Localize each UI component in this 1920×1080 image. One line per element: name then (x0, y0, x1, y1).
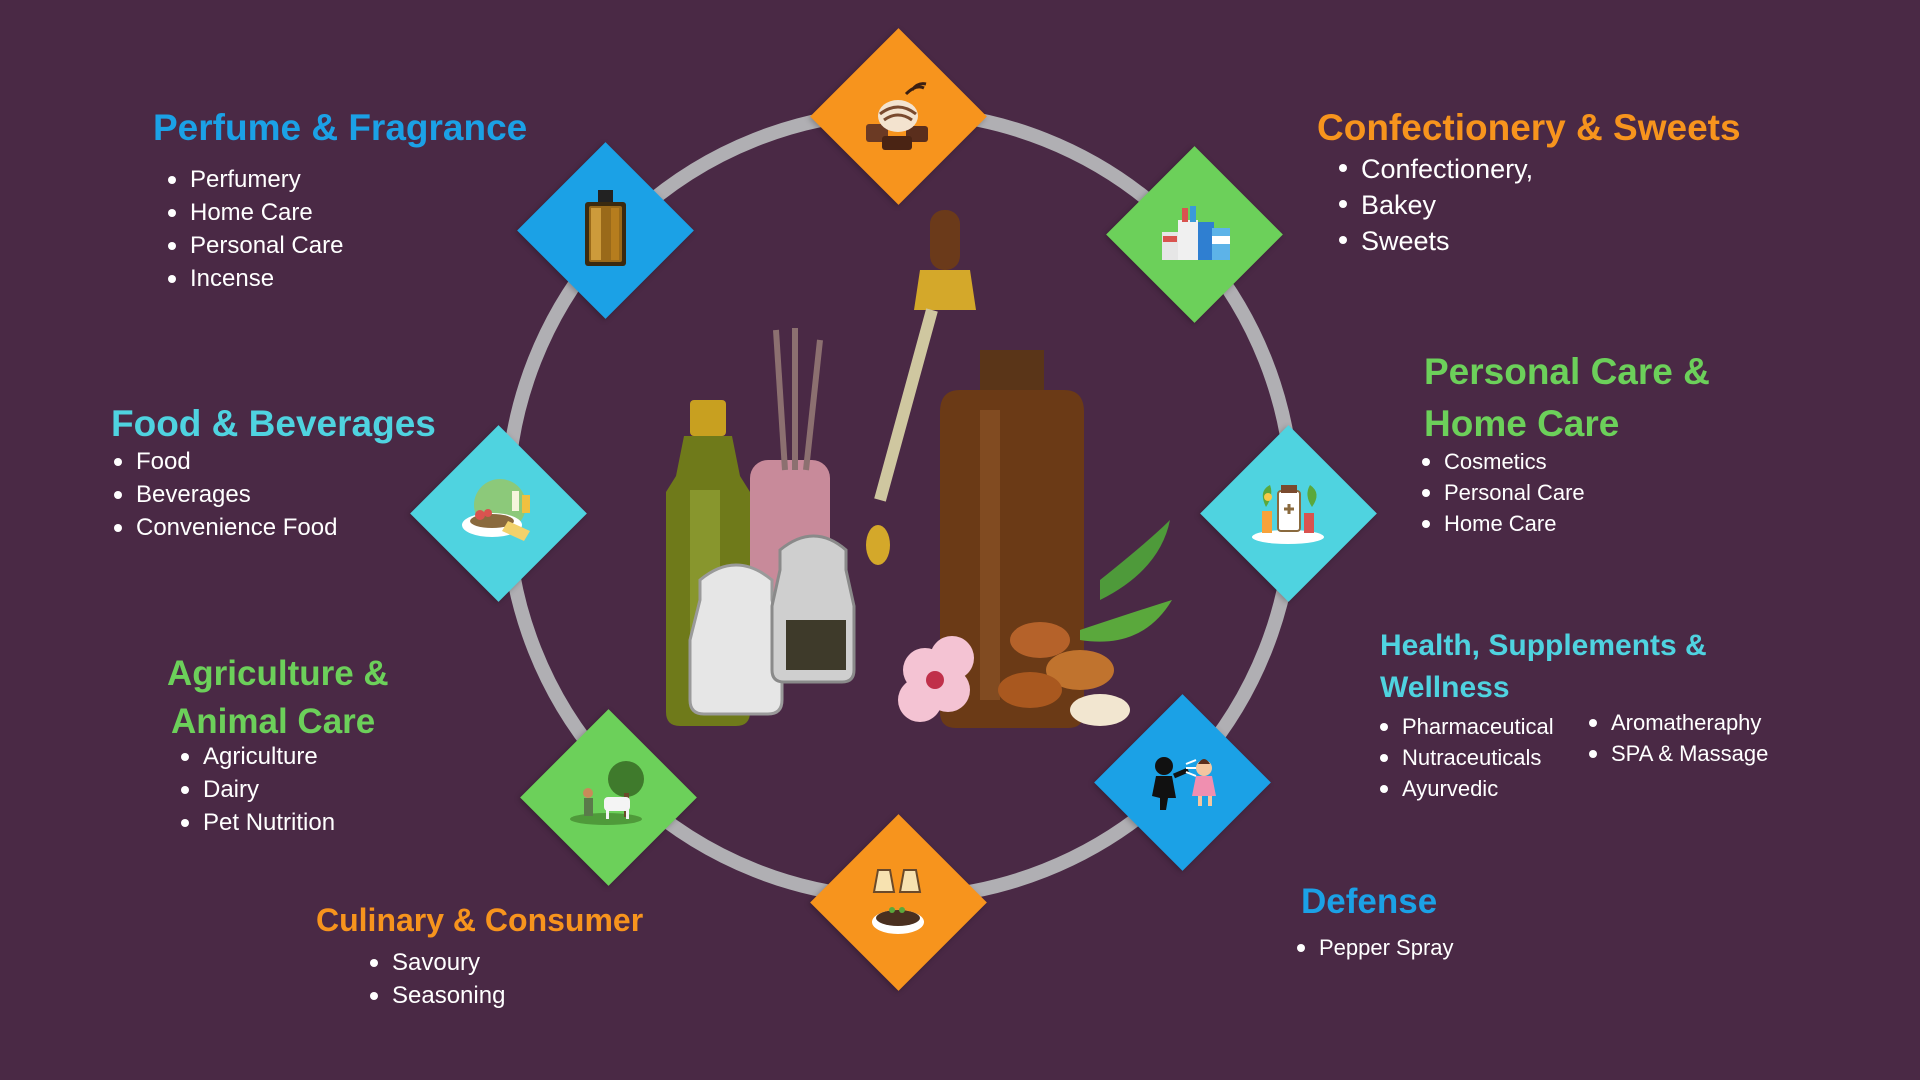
perfume-heading: Perfume & Fragrance (153, 107, 528, 148)
list-item: SPA & Massage (1586, 738, 1768, 769)
agriculture-heading-line2: Animal Care (171, 702, 376, 741)
list-item: Seasoning (367, 979, 505, 1012)
confectionery-list: Confectionery, Bakey Sweets (1336, 151, 1533, 259)
diamond-agriculture (520, 709, 697, 886)
personal-care-heading-line2: Home Care (1424, 403, 1620, 444)
list-item: Nutraceuticals (1377, 742, 1554, 773)
diamond-toiletries (1106, 146, 1283, 323)
food-platter-icon (462, 479, 530, 541)
personal-care-heading: Personal Care & Home Care (1424, 346, 1710, 450)
list-item: Pharmaceutical (1377, 711, 1554, 742)
culinary-heading: Culinary & Consumer (316, 902, 644, 938)
list-item: Aromatheraphy (1586, 707, 1768, 738)
health-list-col1: Pharmaceutical Nutraceuticals Ayurvedic (1377, 711, 1554, 804)
list-item: Home Care (165, 196, 343, 229)
confectionery-heading: Confectionery & Sweets (1317, 107, 1741, 148)
list-item: Pepper Spray (1294, 932, 1454, 963)
culinary-list: Savoury Seasoning (367, 946, 505, 1012)
essential-oil-products-illustration (666, 210, 1172, 728)
list-item: Bakey (1336, 187, 1533, 223)
list-item: Food (111, 445, 337, 478)
perfume-list: Perfumery Home Care Personal Care Incens… (165, 163, 343, 295)
list-item: Personal Care (1419, 477, 1585, 508)
health-heading-line1: Health, Supplements & (1380, 629, 1707, 662)
list-item: Cosmetics (1419, 446, 1585, 477)
diamond-culinary (810, 814, 987, 991)
pepper-spray-defense-icon (1152, 757, 1216, 810)
toiletries-bottles-icon (1162, 206, 1230, 260)
diamond-confectionery (810, 28, 987, 205)
diamond-herbal (1200, 425, 1377, 602)
salt-pepper-shakers-icon (872, 869, 924, 934)
perfume-bottle-icon (585, 190, 626, 266)
defense-heading: Defense (1301, 882, 1438, 921)
list-item: Ayurvedic (1377, 773, 1554, 804)
list-item: Confectionery, (1336, 151, 1533, 187)
list-item: Beverages (111, 478, 337, 511)
list-item: Pet Nutrition (178, 806, 335, 839)
farmer-with-cow-icon (570, 761, 644, 825)
defense-list: Pepper Spray (1294, 932, 1454, 963)
diamond-perfume (517, 142, 694, 319)
list-item: Perfumery (165, 163, 343, 196)
agriculture-heading-line1: Agriculture & (167, 654, 389, 693)
health-heading-line2: Wellness (1380, 671, 1510, 704)
list-item: Savoury (367, 946, 505, 979)
food-list: Food Beverages Convenience Food (111, 445, 337, 544)
personal-care-list: Cosmetics Personal Care Home Care (1419, 446, 1585, 539)
diamond-defense (1094, 694, 1271, 871)
list-item: Sweets (1336, 223, 1533, 259)
diamond-food (410, 425, 587, 602)
herbal-medicine-icon (1252, 485, 1324, 544)
list-item: Convenience Food (111, 511, 337, 544)
list-item: Agriculture (178, 740, 335, 773)
food-heading: Food & Beverages (111, 403, 436, 444)
agriculture-heading: Agriculture & Animal Care (167, 650, 389, 746)
chocolate-truffles-icon (866, 82, 928, 150)
agriculture-list: Agriculture Dairy Pet Nutrition (178, 740, 335, 839)
list-item: Home Care (1419, 508, 1585, 539)
health-heading: Health, Supplements & Wellness (1380, 625, 1707, 709)
list-item: Personal Care (165, 229, 343, 262)
health-list-col2: Aromatheraphy SPA & Massage (1586, 707, 1768, 769)
list-item: Dairy (178, 773, 335, 806)
personal-care-heading-line1: Personal Care & (1424, 351, 1710, 392)
list-item: Incense (165, 262, 343, 295)
